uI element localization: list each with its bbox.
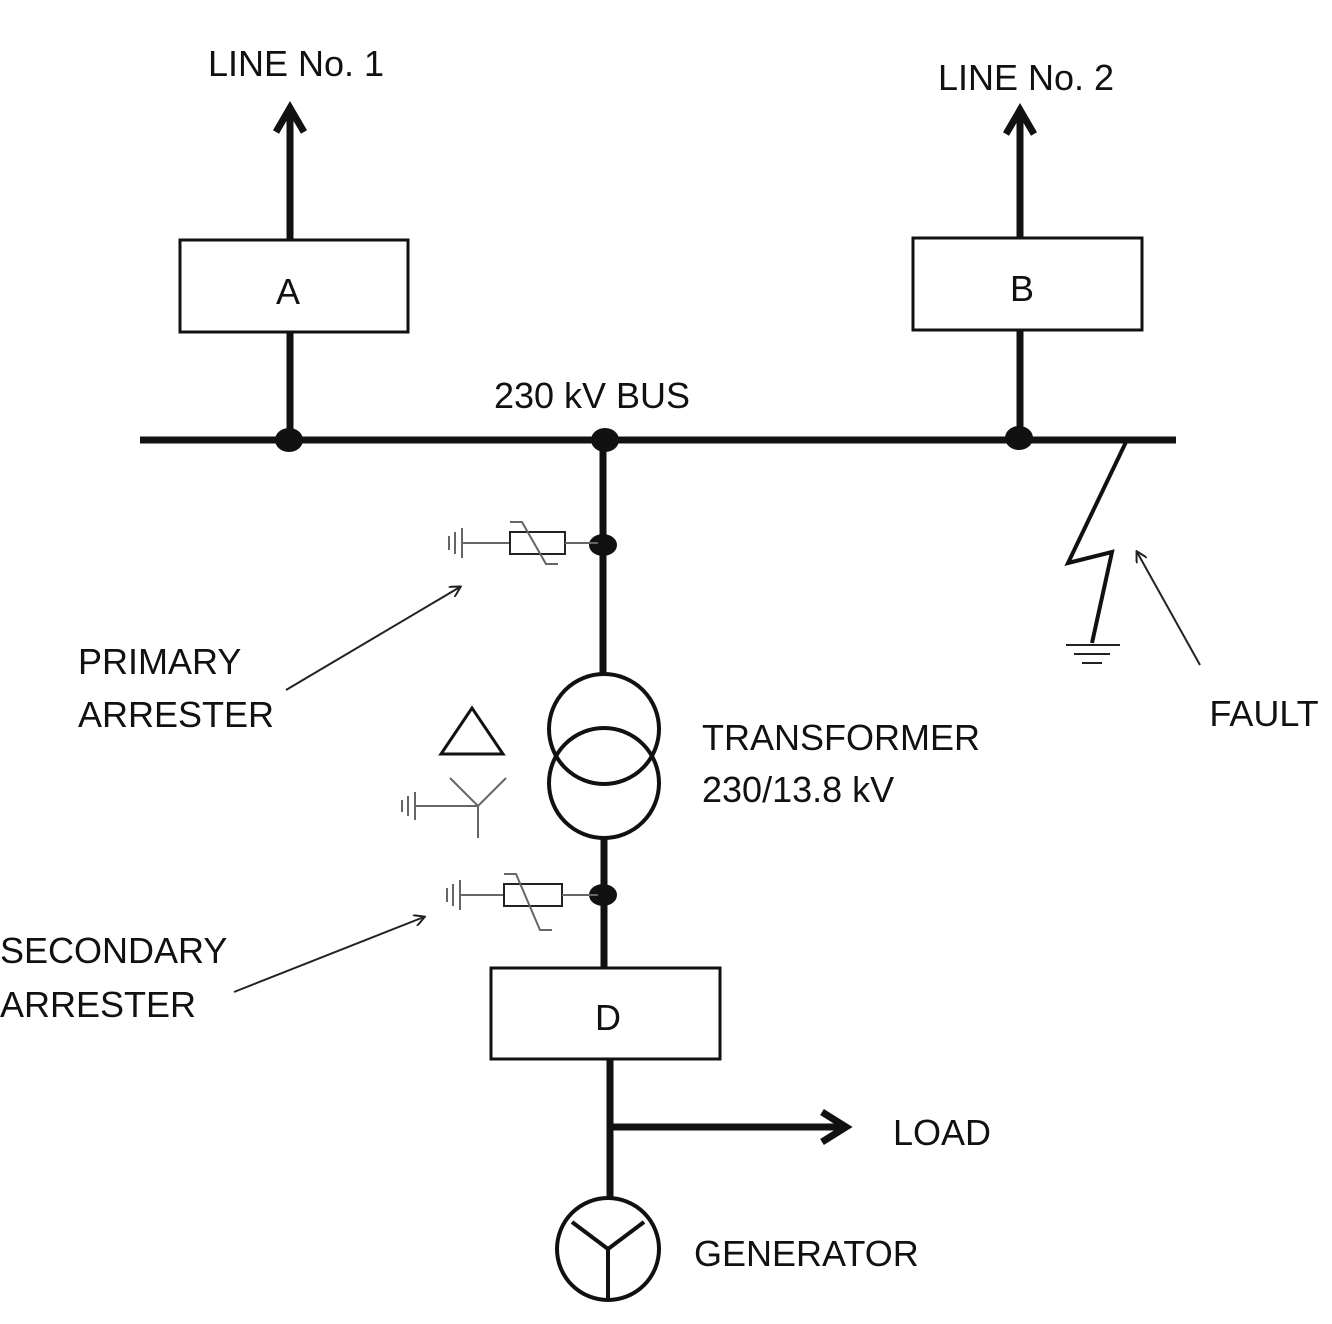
secondary-arrester-label-2: ARRESTER (0, 984, 196, 1025)
breaker-a-label: A (276, 271, 300, 312)
generator: GENERATOR (555, 1196, 919, 1302)
breaker-b-label: B (1010, 268, 1034, 309)
bus-label: 230 kV BUS (494, 375, 690, 416)
wye-grounded-connection-icon (401, 777, 507, 838)
primary-arrester: PRIMARY ARRESTER (78, 521, 598, 735)
line-2-arrow-icon (1002, 103, 1038, 136)
load-arrow-icon (820, 1109, 853, 1145)
breaker-a: A (178, 238, 410, 334)
delta-connection-icon (438, 705, 506, 756)
line-1-label: LINE No. 1 (208, 43, 384, 84)
primary-arrester-node-icon (589, 534, 617, 556)
fault-symbol: FAULT (1064, 441, 1319, 734)
secondary-arrester-pointer (233, 917, 424, 993)
primary-arrester-pointer (285, 587, 460, 691)
transformer-rating: 230/13.8 kV (702, 769, 894, 810)
breaker-b: B (911, 236, 1144, 332)
bus-node-icon (1005, 426, 1033, 450)
load-feeder: LOAD (610, 1109, 991, 1153)
bus-node-icon (275, 428, 303, 452)
bus-230kv: 230 kV BUS (140, 375, 1176, 452)
breaker-d-label: D (595, 997, 621, 1038)
transformer-primary-winding-icon (547, 672, 661, 786)
primary-arrester-label-1: PRIMARY (78, 641, 241, 682)
line-1-arrow-icon (272, 101, 308, 134)
primary-arrester-label-2: ARRESTER (78, 694, 274, 735)
line-2-feeder: LINE No. 2 (938, 57, 1114, 440)
line-2-label: LINE No. 2 (938, 57, 1114, 98)
secondary-arrester-node-icon (589, 884, 617, 906)
secondary-arrester: SECONDARY ARRESTER (0, 873, 598, 1025)
load-label: LOAD (893, 1112, 991, 1153)
line-1-feeder: LINE No. 1 (208, 43, 384, 440)
fault-pointer-arrow (1137, 552, 1201, 666)
breaker-d: D (489, 966, 722, 1061)
generator-label: GENERATOR (694, 1233, 919, 1274)
transformer: TRANSFORMER 230/13.8 kV (401, 672, 980, 840)
secondary-arrester-label-1: SECONDARY (0, 930, 227, 971)
transformer-label: TRANSFORMER (702, 717, 980, 758)
fault-label: FAULT (1209, 693, 1318, 734)
